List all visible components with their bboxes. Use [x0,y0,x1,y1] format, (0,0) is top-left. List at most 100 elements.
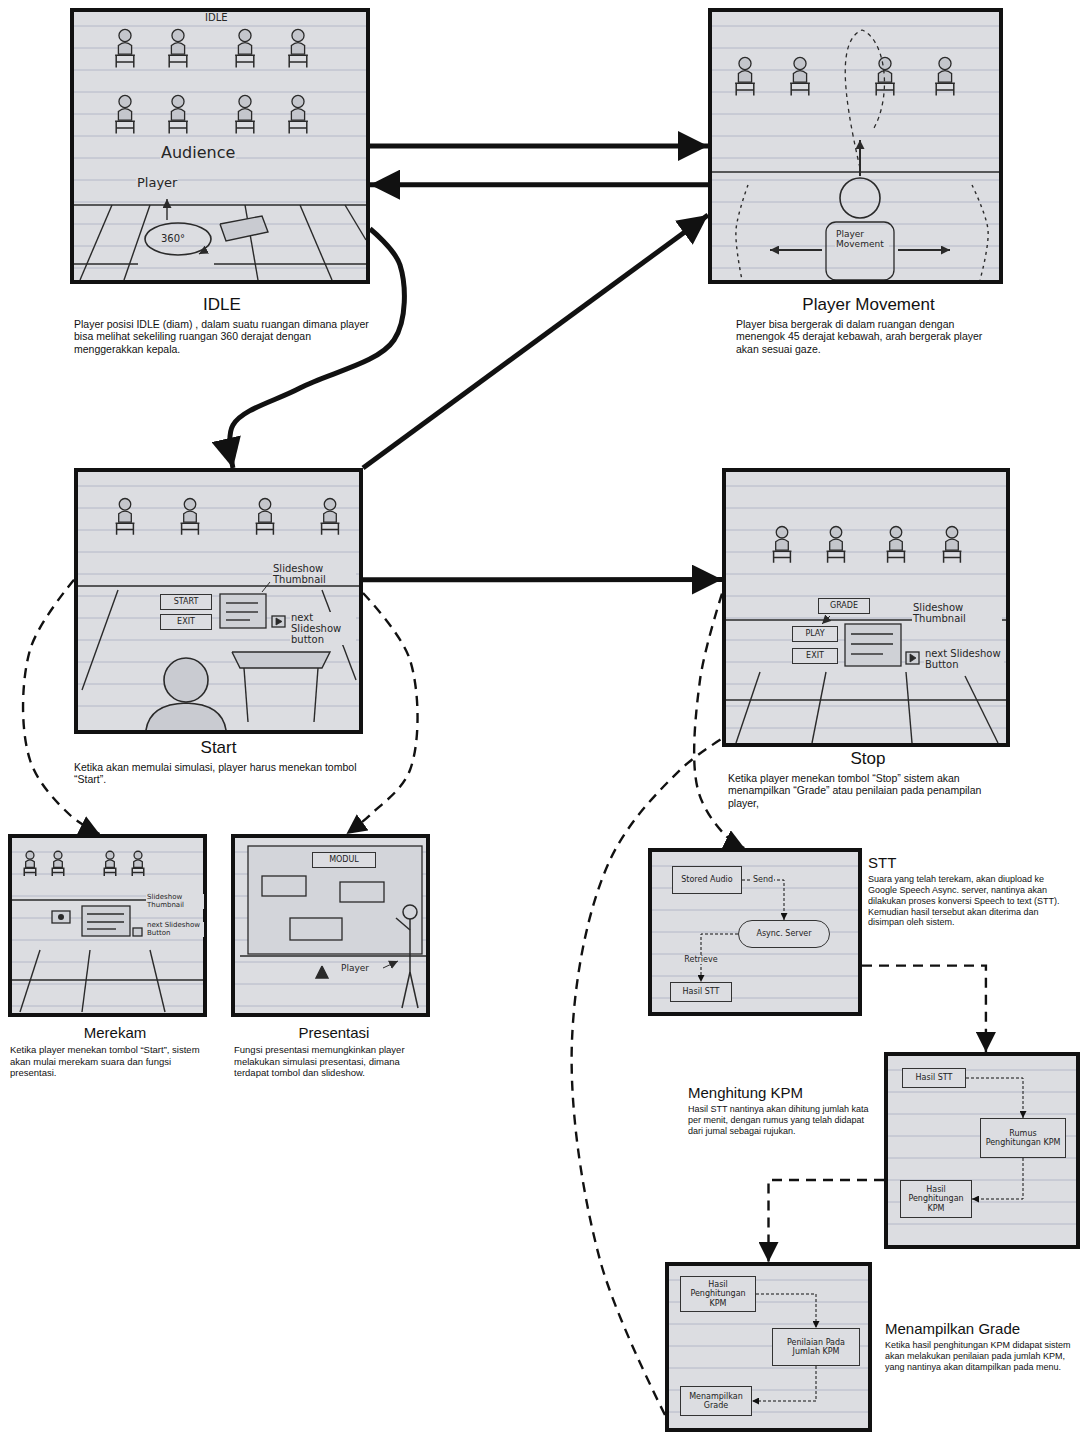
ruled-line [235,984,426,985]
box-text: GRADE [822,601,866,610]
audience-body [938,71,951,83]
ruled-line [74,180,366,181]
ruled-line [712,114,999,115]
panel-caption: IDLE Player posisi IDLE (diam) , dalam su… [74,295,370,355]
floor-line [345,205,366,240]
ruled-line [78,486,359,487]
panel-heading: Menghitung KPM [688,1084,876,1101]
ruled-line [726,684,1006,685]
sketch-box: GRADE [818,598,870,614]
panel-heading: Presentasi [234,1024,434,1041]
dashed-flow-arrow [862,966,986,1052]
floor-line [80,205,112,280]
panel-heading: STT [868,854,1072,871]
dashed-flow-arrow [742,880,784,920]
next-button [906,652,919,664]
move-arrow [898,249,950,251]
sketch-box: Hasil STT [670,982,732,1002]
audience-body [134,860,143,868]
sketch-box: Hasil Penghitungan KPM [680,1276,756,1312]
panel-heading: IDLE [74,295,370,315]
audience-figure [790,57,810,95]
floor-line [300,205,332,280]
audience-figure [116,498,135,534]
flow-arrow [370,144,708,149]
audience-head [830,526,842,538]
audience-figure [52,851,65,876]
desk-leg [314,668,318,722]
flow-arrow [363,577,722,582]
audience-figure [773,526,792,562]
ruled-line [726,552,1006,553]
ruled-line [74,246,366,247]
chair [168,55,188,67]
sketch-box: EXIT [792,648,838,664]
ruled-line [712,136,999,137]
slide-block [290,918,342,940]
chair [181,523,200,535]
floor-line [82,950,90,1012]
audience-head [184,498,196,510]
box-text: EXIT [164,617,208,626]
sketch-label: 360° [160,233,186,244]
path-hint [972,185,988,280]
ruled-line [78,596,359,597]
box-text: EXIT [796,651,834,660]
thumbnail-line [851,633,893,634]
panel-description: Player posisi IDLE (diam) , dalam suatu … [74,318,370,356]
ruled-line [78,706,359,707]
floor-line [712,171,999,172]
panel-description: Player bisa bergerak di dalam ruangan de… [736,318,1001,356]
desk [232,652,330,668]
audience-figure [104,851,117,876]
audience-figure [168,95,188,133]
audience-head [259,498,271,510]
ruled-line [74,268,366,269]
floor-line [906,672,912,743]
audience-body [259,511,272,522]
ruled-line [888,1092,1076,1093]
audience-head [794,57,806,69]
audience-figure [256,498,275,534]
box-text: Menampilkan Grade [684,1392,748,1410]
chair [790,83,810,95]
box-text: PLAY [796,629,834,638]
sketch-label: next Slideshow Button [924,648,1004,670]
storyboard-panel: STTSuara yang telah terekam, akan diuplo… [648,848,862,1016]
player-body [826,222,894,280]
dashed-flow-arrow [752,1366,816,1401]
connectors [23,146,1023,1415]
ruled-line [888,1114,1076,1115]
floor-line [12,979,203,980]
presenter-arm [396,918,410,930]
floor-line [150,950,165,1012]
ruled-line [726,706,1006,707]
ruled-line [12,1006,203,1007]
ruled-line [652,954,858,955]
audience-head [119,29,131,41]
thumbnail-line [226,611,258,612]
box-text: MODUL [316,855,372,864]
storyboard-panel: PresentasiFungsi presentasi memungkinkan… [231,834,430,1017]
audience-head [890,526,902,538]
paper-sheet [12,838,203,1013]
sketch-label: Slideshow Thumbnail [912,602,1002,624]
audience-figure [735,57,755,95]
ruled-line [712,202,999,203]
dashed-flow-arrow [769,1180,885,1262]
ruled-line [669,1368,868,1369]
audience-body [184,511,197,522]
sketch-label: IDLE [204,12,229,23]
ruled-line [712,224,999,225]
audience-body [118,109,131,121]
chair [735,83,755,95]
pointer-arrow [166,199,167,220]
dashed-flow-arrow [23,580,99,834]
audience-head [324,498,336,510]
audience-figure [235,29,255,67]
record-dot [58,914,64,920]
storyboard-panel: Menghitung KPMHasil STT nantinya akan di… [884,1052,1080,1249]
panel-caption: Menghitung KPMHasil STT nantinya akan di… [688,1084,876,1137]
panel-description: Ketika player menekan tombol “Stop” sist… [728,772,1008,810]
